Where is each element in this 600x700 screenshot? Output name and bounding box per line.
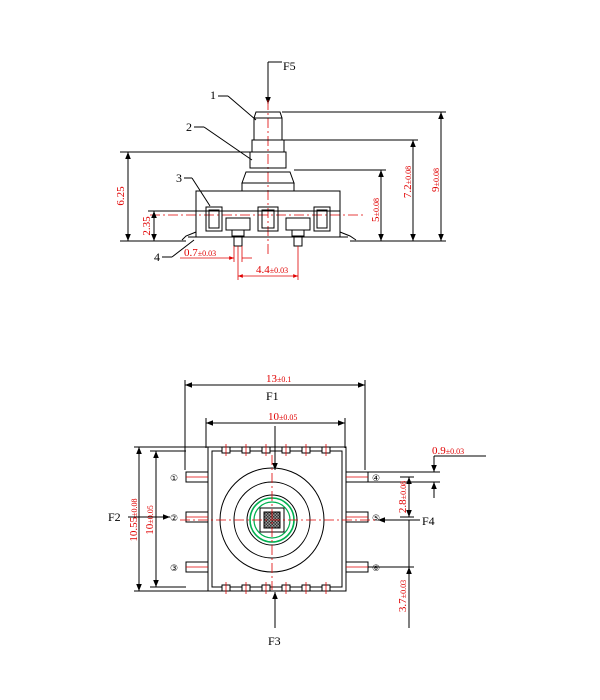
- force-arrow-f5: F5: [265, 59, 296, 104]
- top-view: 13±0.1 F1 10±0.05 F3 F2 F4: [108, 373, 486, 648]
- dim-overall-width-value: 13: [266, 373, 278, 385]
- pin-number-2: ②: [170, 514, 178, 524]
- right-pins: [345, 471, 369, 573]
- svg-text:2.8±0.08: 2.8±0.08: [397, 481, 409, 513]
- svg-text:0.7±0.03: 0.7±0.03: [184, 247, 216, 259]
- dim-pin-width-tol: ±0.03: [198, 249, 216, 258]
- svg-text:5±0.08: 5±0.08: [370, 198, 382, 222]
- dim-body-height-top-value: 10: [144, 523, 156, 535]
- svg-text:7.2±0.08: 7.2±0.08: [402, 166, 414, 198]
- dim-body-width-value: 10: [268, 411, 280, 423]
- dim-pin-width-top-tol: ±0.03: [446, 447, 464, 456]
- svg-text:10.55±0.08: 10.55±0.08: [128, 498, 140, 541]
- left-pins: [185, 471, 209, 573]
- dim-pin-width-top: 0.9±0.03: [368, 445, 486, 498]
- force-label-f5: F5: [283, 59, 296, 73]
- pin-number-5: ⑤: [372, 514, 380, 524]
- force-label-f3: F3: [268, 634, 281, 648]
- part-callouts: 1 2 3 4: [154, 88, 257, 264]
- dim-body-width: 10±0.05: [205, 411, 346, 448]
- dim-left-height-value: 6.25: [115, 186, 127, 206]
- terminal-legs: [181, 231, 357, 247]
- dim-pin-offset: 3.7±0.03: [368, 520, 414, 628]
- dim-pin-pitch-tol: ±0.08: [399, 481, 408, 499]
- knob-shaft: [249, 139, 287, 169]
- dim-body-height-tol: ±0.08: [372, 198, 381, 216]
- svg-text:10±0.05: 10±0.05: [268, 411, 297, 423]
- dim-overall-width-tol: ±0.1: [277, 375, 291, 384]
- part-label-3: 3: [176, 171, 182, 185]
- force-label-f4: F4: [422, 514, 435, 528]
- dim-pin-offset-value: 3.7: [397, 598, 409, 612]
- dim-pin-width-top-value: 0.9: [432, 445, 446, 457]
- dim-total-height-value: 9: [430, 186, 442, 192]
- pin-number-3: ③: [170, 564, 178, 574]
- svg-text:3.7±0.03: 3.7±0.03: [397, 580, 409, 612]
- dim-knob-height-tol: ±0.08: [404, 166, 413, 184]
- dim-pin-width-value: 0.7: [184, 247, 198, 259]
- svg-text:10±0.05: 10±0.05: [144, 505, 156, 534]
- dim-pin-width: 0.7±0.03: [180, 246, 252, 262]
- svg-text:9±0.08: 9±0.08: [430, 168, 442, 192]
- part-label-2: 2: [186, 120, 192, 134]
- dim-total-height-tol: ±0.08: [432, 168, 441, 186]
- dim-pin-offset-tol: ±0.03: [399, 580, 408, 598]
- side-view: F5: [115, 59, 446, 280]
- pin-number-1: ①: [170, 474, 178, 484]
- dim-pin-pitch: 2.8±0.08: [397, 476, 414, 518]
- dim-base-height-value: 2.35: [141, 216, 153, 236]
- force-label-f2: F2: [108, 510, 121, 524]
- part-label-1: 1: [210, 88, 216, 102]
- dim-pin-span-tol: ±0.03: [270, 266, 288, 275]
- svg-text:0.9±0.03: 0.9±0.03: [432, 445, 464, 457]
- dim-pin-span: 4.4±0.03: [237, 246, 299, 280]
- dim-body-width-tol: ±0.05: [279, 413, 297, 422]
- dim-overall-width: 13±0.1: [184, 373, 366, 470]
- dim-pin-pitch-value: 2.8: [397, 499, 409, 513]
- force-label-f1: F1: [266, 389, 279, 403]
- dim-knob-height-value: 7.2: [402, 184, 414, 198]
- dim-body-height-value: 5: [370, 216, 382, 222]
- part-label-4: 4: [154, 250, 160, 264]
- switch-body: [188, 190, 348, 238]
- dim-body-height: 5±0.08: [294, 169, 386, 241]
- dim-total-height: 9±0.08: [282, 111, 446, 242]
- dim-overall-height: 10.55±0.08: [128, 446, 208, 592]
- dim-base-height: 2.35: [141, 210, 196, 241]
- dim-knob-height: 7.2±0.08: [282, 139, 418, 241]
- dim-pin-span-value: 4.4: [256, 264, 270, 276]
- svg-text:13±0.1: 13±0.1: [266, 373, 291, 385]
- pin-number-4: ④: [372, 474, 380, 484]
- svg-text:4.4±0.03: 4.4±0.03: [256, 264, 288, 276]
- dim-overall-height-value: 10.55: [128, 516, 140, 541]
- dim-overall-height-tol: ±0.08: [130, 498, 139, 516]
- dim-body-height-top: 10±0.05: [144, 450, 186, 588]
- dim-body-height-top-tol: ±0.05: [146, 505, 155, 523]
- dim-left-height: 6.25: [115, 151, 250, 242]
- pin-number-6: ⑥: [372, 564, 380, 574]
